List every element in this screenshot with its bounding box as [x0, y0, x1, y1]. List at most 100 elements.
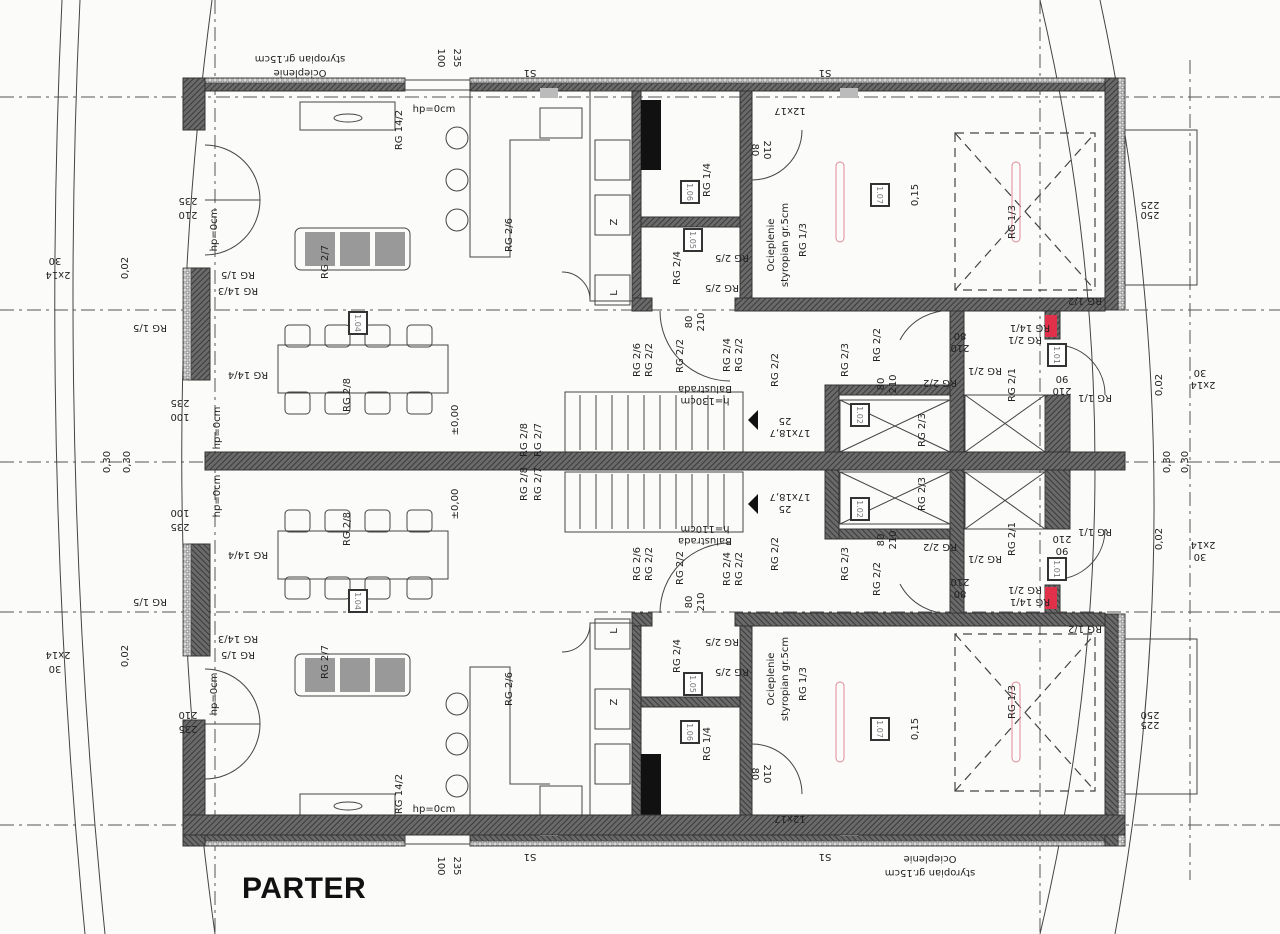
svg-text:1.07: 1.07 [875, 720, 884, 738]
upper-plan-label: 12x17 [774, 105, 805, 116]
lower-plan-label: RG 2/8 [519, 467, 530, 501]
lower-plan-label: 90 [1056, 545, 1069, 556]
upper-plan-label: 210 [1052, 385, 1071, 396]
upper-plan-label: 0,30 [1180, 451, 1191, 473]
upper-plan-label: RG 1/3 [798, 223, 809, 257]
upper-plan-label: 210 [761, 140, 772, 159]
upper-plan-label: h=130cm [680, 395, 729, 406]
upper-plan-label: styropian gr.5cm [780, 203, 791, 287]
upper-plan-label: 210 [696, 312, 707, 331]
lower-plan-label: 2x14 [1190, 539, 1215, 550]
upper-plan-label: 80 [954, 330, 967, 341]
upper-plan-label: S1 [819, 67, 832, 78]
upper-plan-label: 30 [1194, 367, 1207, 378]
upper-plan-label: RG 14/3 [218, 285, 258, 296]
svg-text:1.06: 1.06 [685, 183, 694, 201]
room-number-tag: 1.02 [850, 403, 870, 427]
upper-plan-label: RG 2/4 [722, 338, 733, 372]
room-number-tag: 1.06 [680, 180, 700, 204]
upper-plan-label: 90 [1056, 373, 1069, 384]
svg-text:1.02: 1.02 [855, 406, 864, 424]
upper-plan-label: RG 2/3 [840, 343, 851, 377]
upper-plan-label: Ocieplenie [766, 219, 777, 272]
lower-plan-label: RG 1/3 [1007, 685, 1018, 719]
upper-plan-label: Z [609, 218, 620, 225]
upper-plan-label: RG 14/1 [1010, 322, 1050, 333]
svg-text:1.06: 1.06 [685, 723, 694, 741]
lower-plan-label: RG 2/1 [1007, 522, 1018, 556]
lower-plan-label: RG 2/2 [872, 562, 883, 596]
lower-plan-label: 17x18,7 [770, 491, 811, 502]
upper-plan-label: RG 2/3 [917, 413, 928, 447]
upper-plan-label: RG 2/1 [1008, 334, 1042, 345]
upper-plan-label: RG 1/2 [1068, 295, 1102, 306]
lower-plan-label: RG 14/3 [218, 633, 258, 644]
lower-plan-label: 2x14 [45, 649, 70, 660]
lower-plan-label: RG 2/6 [632, 547, 643, 581]
upper-plan-label: RG 2/5 [715, 252, 749, 263]
lower-plan-label: 0,02 [120, 645, 131, 667]
lower-plan-label: 30 [49, 663, 62, 674]
lower-plan-label: 80 [684, 596, 695, 609]
upper-plan-label: 210 [178, 209, 197, 220]
lower-plan-label: 210 [696, 592, 707, 611]
upper-plan-label: 80 [876, 378, 887, 391]
svg-text:1.01: 1.01 [1052, 346, 1061, 364]
lower-plan-label: 225 [1140, 719, 1159, 730]
lower-plan-label: ±0,00 [450, 489, 461, 520]
upper-plan-label: 30 [49, 255, 62, 266]
lower-plan-label: RG 2/7 [533, 467, 544, 501]
upper-plan-label: RG 2/1 [968, 365, 1002, 376]
upper-plan-label: 25 [779, 415, 792, 426]
lower-plan-label: L [609, 628, 620, 634]
lower-plan-label: 235 [451, 856, 462, 875]
lower-plan-label: 210 [888, 530, 899, 549]
lower-plan-label: RG 14/1 [1010, 596, 1050, 607]
lower-plan-label: RG 1/5 [221, 649, 255, 660]
lower-plan-label: 80 [876, 534, 887, 547]
upper-plan-label: ±0,00 [450, 405, 461, 436]
lower-plan-label: RG 2/5 [705, 636, 739, 647]
upper-plan-label: 100 [170, 411, 189, 422]
upper-plan-label: RG 1/4 [702, 163, 713, 197]
upper-plan-label: RG 2/7 [533, 423, 544, 457]
lower-plan-label: hp=0cm [209, 673, 220, 716]
svg-text:1.04: 1.04 [353, 314, 362, 332]
room-number-tag: 1.01 [1047, 557, 1067, 581]
room-number-tag: 1.05 [683, 672, 703, 696]
svg-text:1.05: 1.05 [688, 231, 697, 249]
stair-treads [579, 395, 725, 450]
lower-plan-label: RG 2/1 [1008, 584, 1042, 595]
upper-plan-label: RG 2/8 [342, 378, 353, 412]
lower-plan-label: S1 [524, 851, 537, 862]
lower-plan-label: styropian gr.15cm [885, 867, 976, 878]
upper-plan-label: RG 2/5 [705, 282, 739, 293]
lower-plan-label: RG 14/2 [394, 774, 405, 814]
upper-plan-label: styropian gr.15cm [255, 53, 346, 64]
lower-plan-label: 0,30 [102, 451, 113, 473]
upper-plan-label: RG 14/4 [228, 369, 268, 380]
lower-plan-label: Ocieplenie [904, 853, 957, 864]
lower-plan-label: Ocieplenie [766, 653, 777, 706]
lower-plan-label: 100 [435, 856, 446, 875]
upper-plan-label: 17x18,7 [770, 427, 811, 438]
upper-plan-label: 235 [178, 195, 197, 206]
upper-plan-label: 0,02 [1154, 374, 1165, 396]
lower-plan-label: RG 1/3 [798, 667, 809, 701]
upper-plan-label: Ocieplenie [274, 67, 327, 78]
lower-plan-label: RG 2/4 [672, 639, 683, 673]
room-number-tag: 1.06 [680, 720, 700, 744]
upper-plan-label: RG 1/5 [221, 269, 255, 280]
lower-plan-label: RG 2/8 [342, 512, 353, 546]
sofa-cushions [305, 232, 405, 266]
lower-plan-label: 210 [761, 764, 772, 783]
lower-plan-label: RG 2/2 [644, 547, 655, 581]
lower-plan-label: RG 2/2 [923, 541, 957, 552]
lower-plan-label: 0,30 [1162, 451, 1173, 473]
upper-plan-label: RG 1/5 [133, 322, 167, 333]
upper-plan-label: 250 [1140, 209, 1159, 220]
upper-plan-label: S1 [524, 67, 537, 78]
lower-plan-label: RG 2/4 [722, 552, 733, 586]
lower-plan-label: hp=0cm [413, 804, 456, 815]
